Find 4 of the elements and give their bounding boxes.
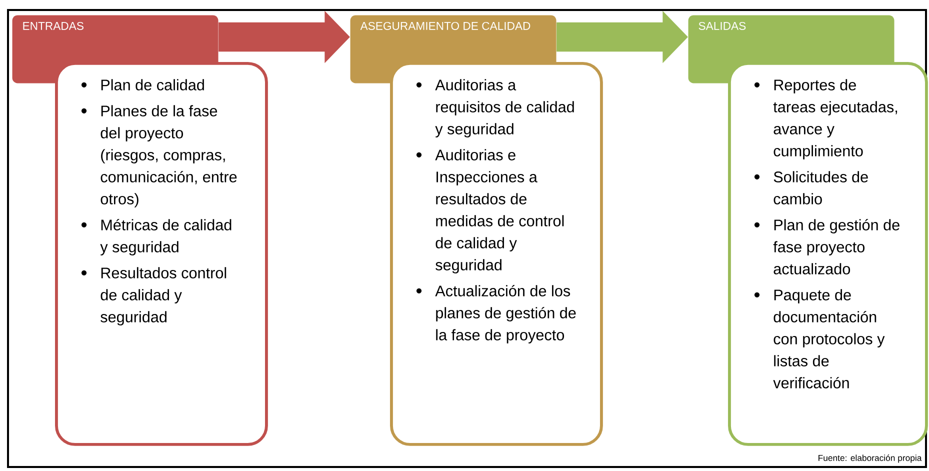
bullet-list-box: Auditorias a requisitos de calidad y seguridad Auditorias e Inspecciones a resultados de medidas de control de calidad y seguridad Actualización de los planes de gestión de la fase de proyecto (390, 62, 603, 446)
bullet-list-box: Plan de calidad Planes de la fase del proyecto (riesgos, compras, comunicación, entre otros) Métricas de calidad y seguridad Resultados control de calidad y seguridad (55, 62, 268, 446)
bullet-list-box: Reportes de tareas ejecutadas, avance y cumplimiento Solicitudes de cambio Plan de gestión de fase proyecto actualizado Paquete de documentación con protocolos y listas de verificación (728, 62, 928, 446)
source-note: Fuente: elaboración propia (818, 454, 922, 463)
